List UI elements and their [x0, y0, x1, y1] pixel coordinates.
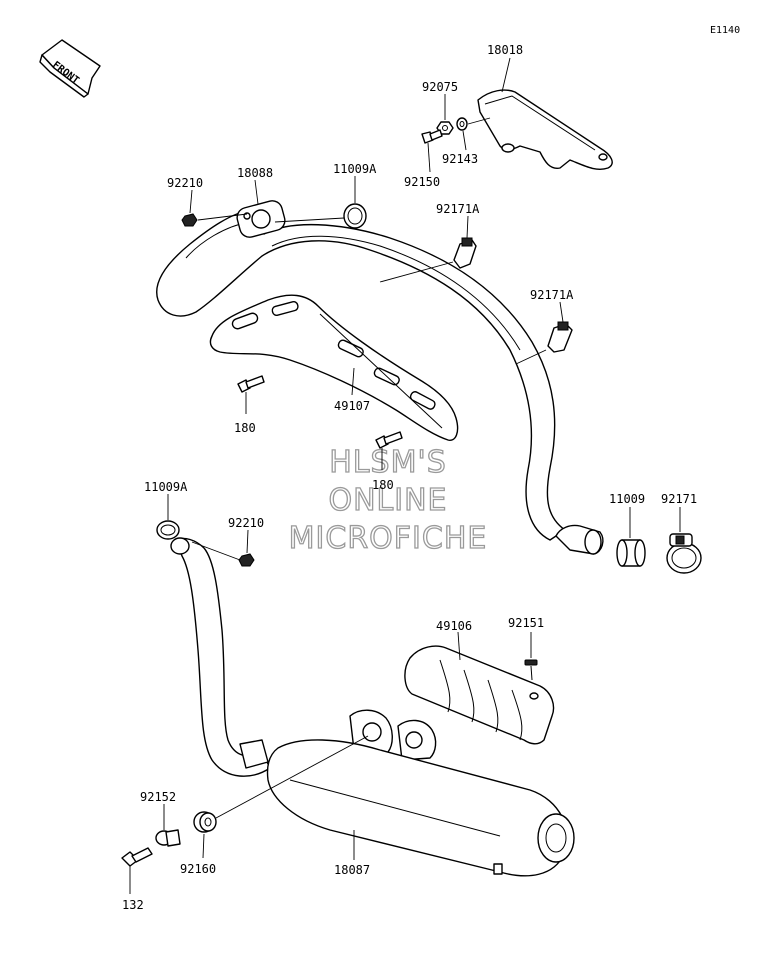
label-92151: 92151	[508, 616, 544, 630]
label-18087: 18087	[334, 863, 370, 877]
washer-92152	[155, 829, 181, 847]
nut-92210-bottom	[238, 553, 255, 567]
diagram-code: E1140	[710, 25, 740, 36]
guard-18018	[477, 89, 613, 170]
watermark-line-2: ONLINE	[328, 483, 447, 518]
label-92143: 92143	[442, 152, 478, 166]
sleeve-11009	[616, 539, 646, 567]
nut-92210-top	[181, 213, 198, 227]
label-92171a-2: 92171A	[530, 288, 574, 302]
label-11009a-bottom: 11009A	[144, 480, 188, 494]
muffler-18087	[266, 709, 575, 877]
front-arrow-icon: FRONT	[39, 39, 101, 98]
label-92210-bottom: 92210	[228, 516, 264, 530]
label-92075: 92075	[422, 80, 458, 94]
clamp-92171a-1	[453, 237, 477, 269]
label-180-b: 180	[372, 478, 394, 492]
label-92171a-1: 92171A	[436, 202, 480, 216]
label-11009a-top: 11009A	[333, 162, 377, 176]
watermark: HLSM'S ONLINE MICROFICHE	[288, 444, 488, 556]
label-11009: 11009	[609, 492, 645, 506]
label-49106: 49106	[436, 619, 472, 633]
label-132: 132	[122, 898, 144, 912]
clamp-92171	[666, 533, 702, 574]
grommet-92160	[193, 811, 217, 833]
label-180-a: 180	[234, 421, 256, 435]
gasket-11009a-bottom	[156, 520, 180, 540]
label-92210-top: 92210	[167, 176, 203, 190]
watermark-line-1: HLSM'S	[329, 445, 447, 480]
bolt-92150	[421, 129, 443, 144]
label-18018: 18018	[487, 43, 523, 57]
bolt-180-a	[237, 375, 265, 393]
watermark-line-3: MICROFICHE	[289, 521, 488, 556]
rear-pipe	[170, 537, 271, 777]
front-pipe-18088	[156, 200, 604, 555]
clamp-92171a-2	[547, 321, 573, 353]
gasket-11009a-top	[343, 203, 367, 229]
label-49107: 49107	[334, 399, 370, 413]
washer-92143	[456, 117, 468, 131]
screw-92151	[524, 659, 538, 681]
bolt-180-b	[375, 431, 403, 449]
label-92171: 92171	[661, 492, 697, 506]
bolt-132	[121, 847, 153, 867]
heat-shield-49106	[404, 645, 555, 745]
label-92160: 92160	[180, 862, 216, 876]
label-18088: 18088	[237, 166, 273, 180]
heat-shield-49107	[209, 294, 459, 441]
label-92150: 92150	[404, 175, 440, 189]
label-92152: 92152	[140, 790, 176, 804]
